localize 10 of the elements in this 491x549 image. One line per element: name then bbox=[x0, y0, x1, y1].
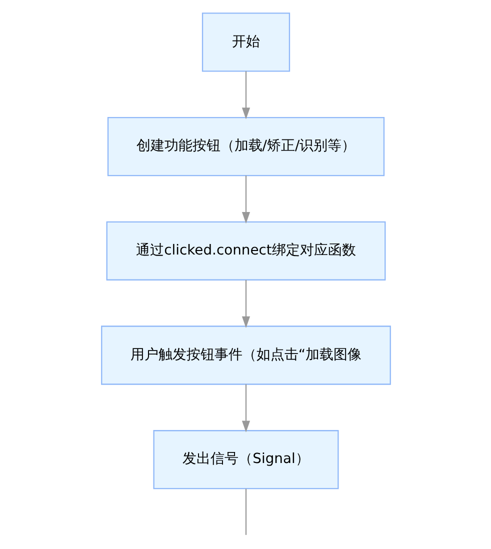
node-box: 用户触发按钮事件（如点击“加载图像 bbox=[100, 326, 390, 385]
node-box: 发出信号（Signal） bbox=[152, 430, 338, 490]
arrow bbox=[241, 384, 250, 432]
arrow bbox=[241, 176, 250, 224]
arrow bbox=[241, 280, 250, 328]
node-box: 开始 bbox=[201, 12, 290, 72]
node-box: 通过clicked.connect绑定对应函数 bbox=[106, 221, 386, 280]
connector bbox=[244, 488, 246, 535]
node-box: 创建功能按钮（加载/矫正/识别等） bbox=[106, 116, 384, 176]
arrow bbox=[241, 71, 250, 120]
